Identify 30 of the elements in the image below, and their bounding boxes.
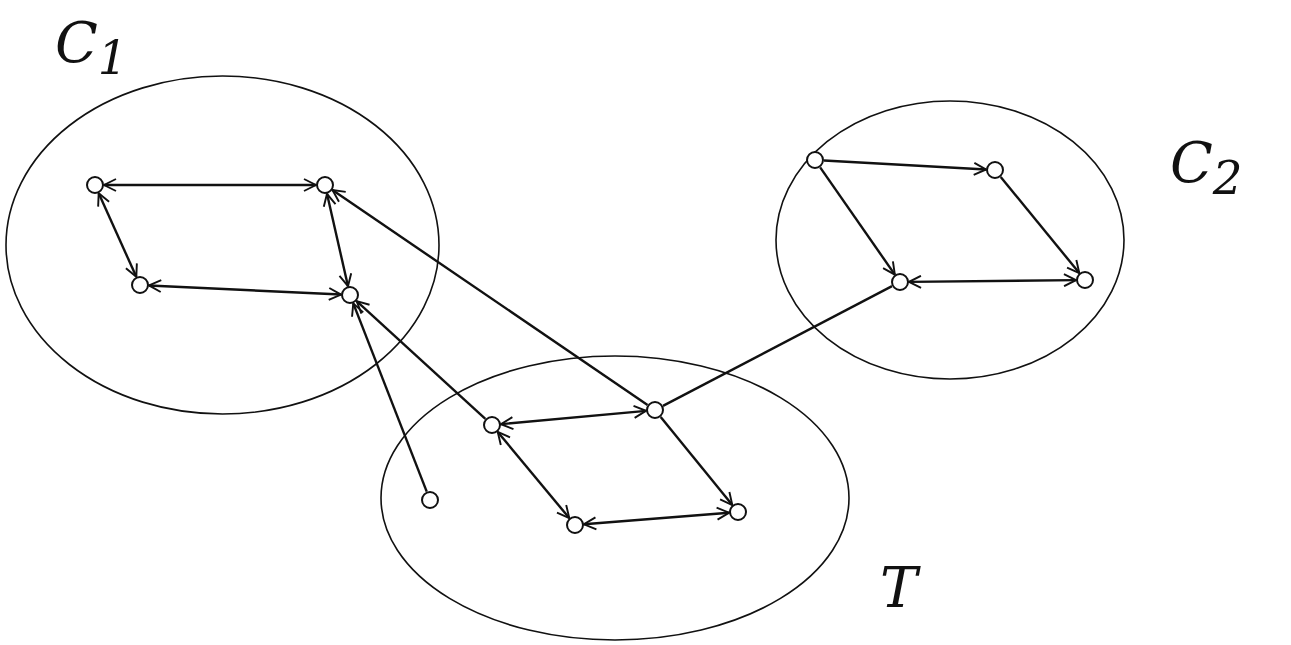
arrow: [97, 192, 138, 278]
node-circle: [566, 516, 584, 534]
arrow: [659, 416, 734, 506]
node-circle: [131, 276, 149, 294]
arrow: [322, 192, 353, 288]
node-circle: [86, 176, 104, 194]
arrow: [999, 176, 1081, 274]
arrow: [103, 178, 317, 192]
arrow: [355, 300, 487, 420]
node-circle: [729, 503, 747, 521]
node-circle: [316, 176, 334, 194]
node-circle: [341, 286, 359, 304]
cluster-label: C$_{2}$: [1170, 135, 1243, 202]
cluster-label: C$_{1}$: [55, 15, 128, 82]
arrow: [331, 189, 649, 406]
node-circle: [421, 491, 439, 509]
arrow: [148, 279, 342, 301]
arrow: [500, 405, 647, 430]
node-circle: [1076, 271, 1094, 289]
arrow: [583, 506, 730, 531]
node-circle: [806, 151, 824, 169]
arrow: [819, 166, 896, 276]
node-circle: [483, 416, 501, 434]
node-circle: [986, 161, 1004, 179]
arrow: [908, 273, 1077, 289]
arrow: [496, 430, 571, 520]
arrow: [351, 302, 428, 493]
arrow: [823, 159, 987, 176]
node-circle: [891, 273, 909, 291]
node-circle: [646, 401, 664, 419]
